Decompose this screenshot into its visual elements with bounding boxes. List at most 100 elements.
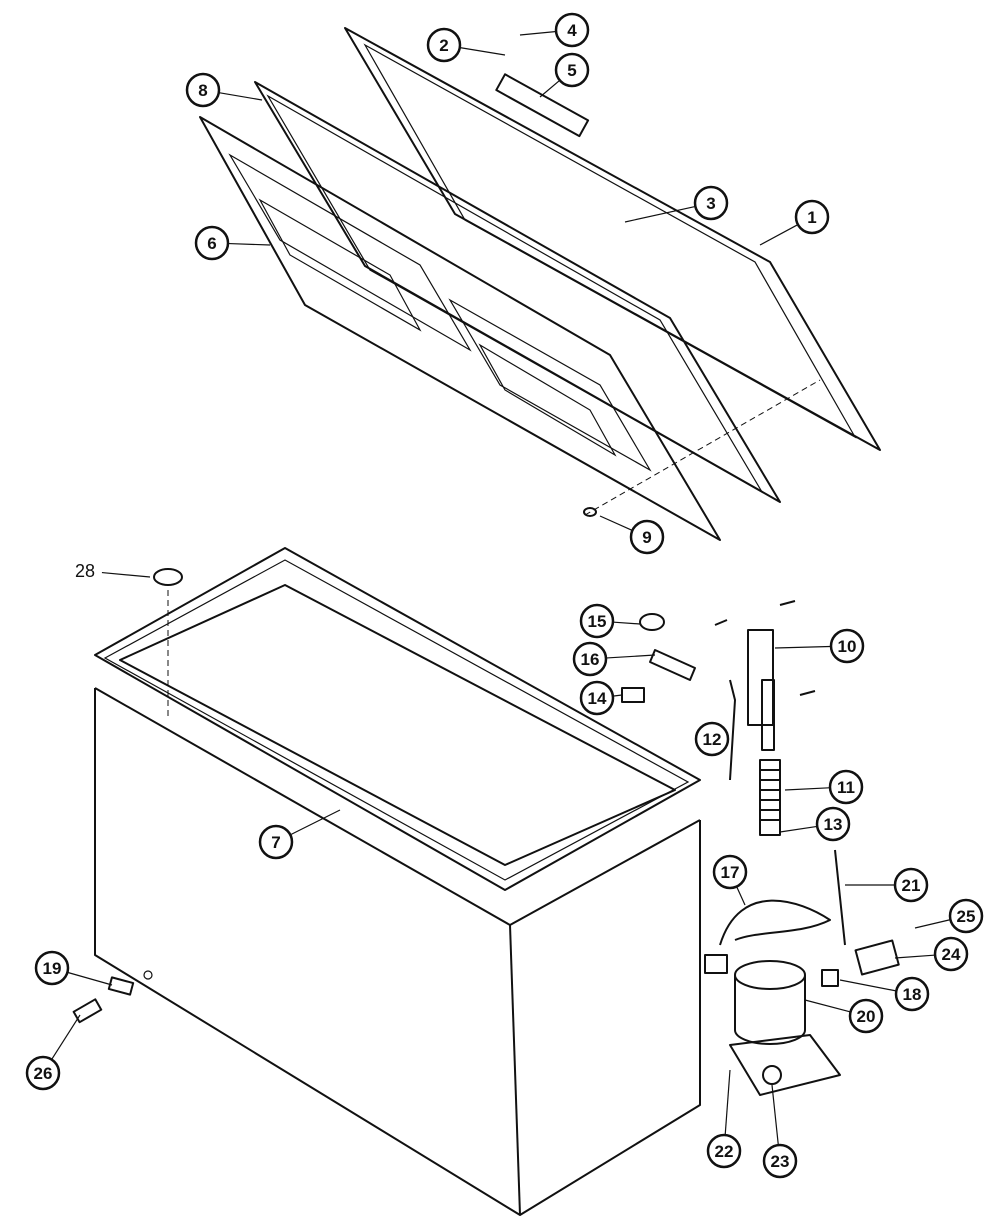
callout-circle [185,72,221,108]
lock-cylinder-26 [72,998,103,1024]
callout-14: 14 [579,680,623,716]
callout-number: 1 [807,208,816,227]
wire-21 [834,849,846,946]
callout-23: 23 [762,1084,798,1179]
overload-24 [854,939,900,976]
callout-circle [815,806,851,842]
hinge-plate [761,679,775,751]
callout-9: 9 [599,515,665,555]
callout-25: 25 [914,898,984,934]
callout-number: 10 [838,637,857,656]
leader-line [839,979,896,992]
callout-number: 23 [771,1152,790,1171]
leader-line [804,999,850,1013]
callout-19: 19 [34,950,113,986]
leader-line [774,645,831,649]
freezer-cabinet [94,547,701,1216]
leader-line [613,694,623,697]
callout-circle [258,824,294,860]
screw-9 [583,507,597,517]
callout-number: 18 [903,985,922,1004]
callout-number: 25 [957,907,976,926]
callout-number: 24 [942,945,961,964]
callout-number: 21 [902,876,921,895]
callout-20: 20 [804,998,884,1034]
base-plate-23 [729,1034,841,1096]
lock-19 [107,976,135,996]
leader-line [539,80,560,98]
callout-number: 5 [567,61,576,80]
callout-22: 22 [706,1069,742,1169]
relay-18 [821,969,839,987]
callout-circle [629,519,665,555]
leader-line [228,242,271,246]
compressor-20 [734,960,806,990]
hinge-bracket-16 [649,649,696,681]
callout-number: 13 [824,815,843,834]
callout-17: 17 [712,854,748,906]
callout-12: 12 [694,721,730,757]
callout-number: 3 [706,194,715,213]
leader-line [51,1014,81,1059]
leader-line [460,47,506,56]
plug-28 [153,568,183,586]
leader-line [894,954,935,959]
callout-circle [25,1055,61,1091]
leader-line [624,206,695,223]
callout-circle [579,603,615,639]
callout-7: 7 [258,809,341,860]
callout-circle [794,199,830,235]
leader-line [68,972,113,986]
callout-number: 8 [198,81,207,100]
leader-line [736,887,746,906]
relay [704,954,728,974]
callout-28: 28 [75,561,151,581]
wire-17 [719,899,831,946]
lid-inner-liner [199,116,721,541]
leader-line [724,1069,731,1135]
callout-number: 15 [588,612,607,631]
callout-number: 6 [207,234,216,253]
leader-line [101,571,151,578]
leader-line [779,825,817,833]
callout-circle [579,680,615,716]
callout-circle [554,12,590,48]
callout-number: 11 [837,778,855,797]
callout-24: 24 [894,936,969,972]
callout-circle [893,867,929,903]
callout-10: 10 [774,628,865,664]
callout-number: 7 [271,833,280,852]
callout-6: 6 [194,225,271,261]
callout-number: 16 [581,650,600,669]
callout-number: 2 [439,36,448,55]
cap-15 [639,613,665,631]
lid-gasket [254,81,781,503]
callout-circle [948,898,984,934]
callout-circle [933,936,969,972]
callout-5: 5 [539,52,590,98]
callout-circle [829,628,865,664]
callout-circle [693,185,729,221]
callout-number: 26 [34,1064,53,1083]
callout-number: 12 [703,730,722,749]
callout-16: 16 [572,641,656,677]
callout-number: 20 [857,1007,876,1026]
leader-line [290,809,341,835]
callout-circle [706,1133,742,1169]
leader-line [599,515,632,531]
callout-8: 8 [185,72,263,108]
callout-11: 11 [784,769,864,805]
callout-circle [34,950,70,986]
callout-number: 22 [715,1142,734,1161]
callout-26: 26 [25,1014,81,1091]
callout-circle [426,27,462,63]
callout-circle [848,998,884,1034]
leader-line [914,919,950,929]
callout-circle [572,641,608,677]
spring-11 [759,759,781,836]
hinge-10 [747,629,774,726]
callout-21: 21 [845,867,929,903]
leader-line [219,92,263,101]
